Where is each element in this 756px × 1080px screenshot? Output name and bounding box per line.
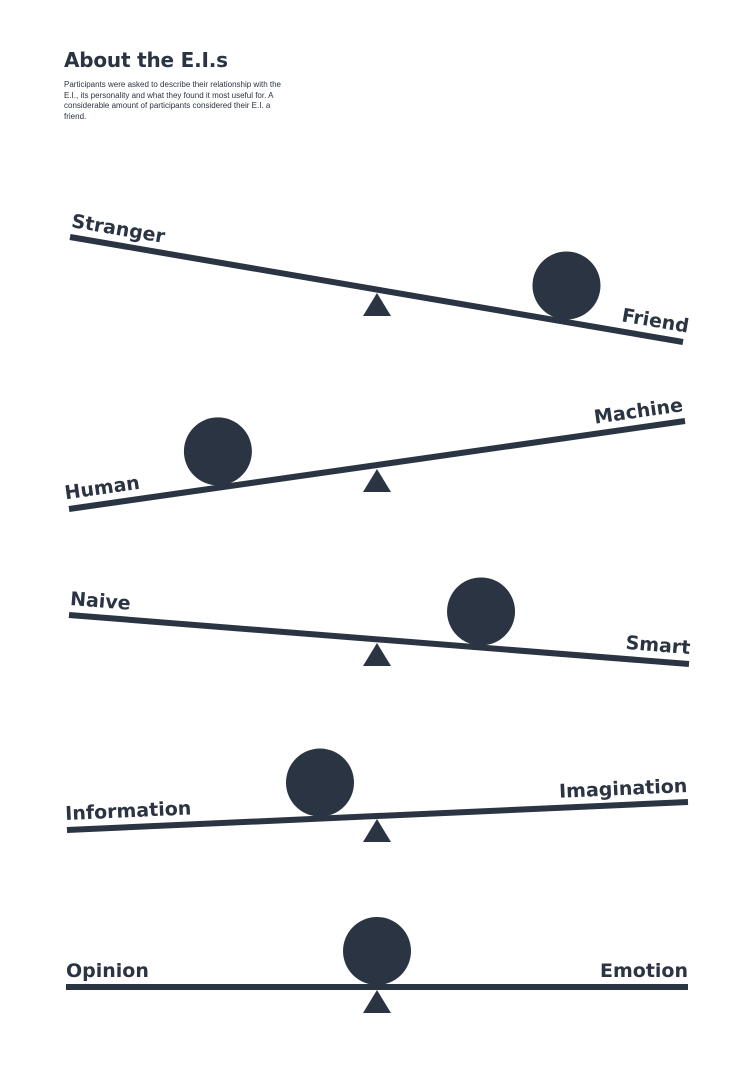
pivot-triangle (363, 643, 391, 666)
position-ball (532, 251, 601, 320)
pivot-triangle (363, 990, 391, 1013)
pivot-triangle (363, 469, 391, 492)
pivot-triangle (363, 819, 391, 842)
scale-label-left: Naive (69, 588, 131, 615)
seesaw-beam (69, 234, 684, 345)
seesaw-scale: Information Imagination (65, 748, 689, 842)
intro-text: Participants were asked to describe thei… (64, 80, 281, 121)
scale-label-left: Opinion (66, 960, 149, 982)
scale-label-right: Imagination (559, 775, 688, 803)
page-title: About the E.I.s (64, 48, 228, 72)
seesaw-beam (66, 799, 689, 833)
position-ball (447, 577, 516, 646)
pivot-triangle (363, 293, 391, 316)
position-ball (343, 917, 411, 985)
scale-label-right: Emotion (600, 960, 688, 982)
scale-label-left: Information (65, 797, 192, 825)
position-ball (183, 417, 252, 486)
seesaw-beam (68, 612, 690, 667)
header: About the E.I.s Participants were asked … (64, 46, 294, 122)
seesaw-scale: Opinion Emotion (66, 917, 688, 1013)
position-ball (285, 748, 354, 817)
scale-label-right: Smart (625, 632, 691, 659)
seesaw-beam (68, 418, 686, 512)
